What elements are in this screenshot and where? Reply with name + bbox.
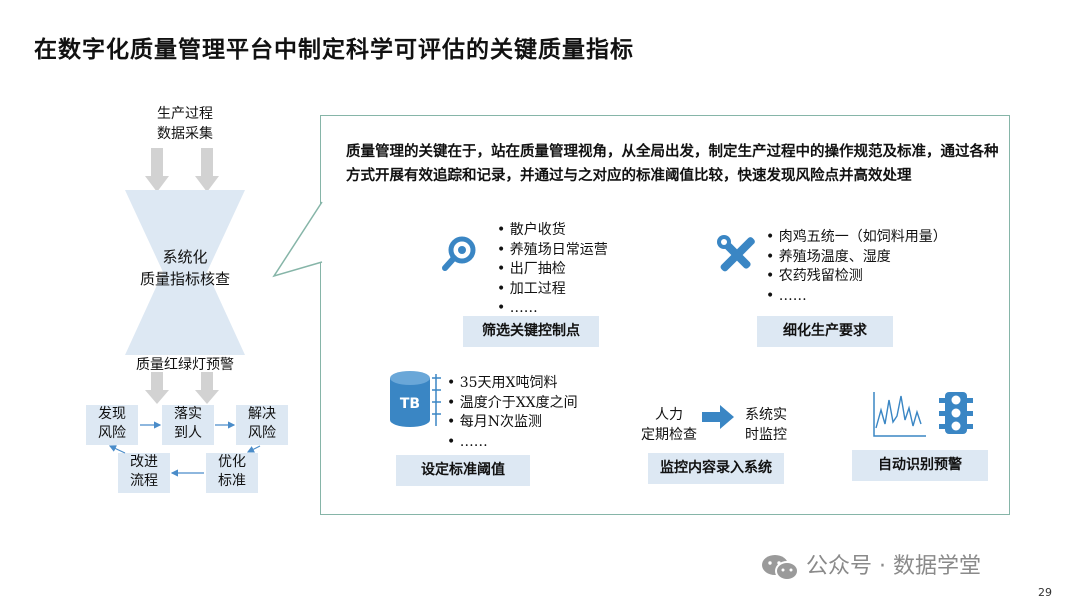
arrow-shaft — [201, 372, 213, 392]
hourglass-shape — [125, 190, 245, 355]
arrow-improve-to-discover — [108, 445, 126, 454]
arrow-head — [195, 176, 219, 192]
list-item: 加工过程 — [497, 280, 608, 300]
caption-line: 人力 — [655, 407, 683, 423]
resolve-risk-box: 解决 风险 — [236, 405, 288, 445]
database-icon: TB — [390, 371, 441, 427]
arrow-resolve-to-optimize — [246, 445, 261, 453]
list-item: 出厂抽检 — [497, 260, 608, 280]
watermark: 公众号 · 数据学堂 — [760, 548, 981, 582]
list-item: 35天用X吨饲料 — [447, 374, 578, 394]
waveform-icon — [873, 392, 926, 437]
detail-panel — [320, 115, 1010, 515]
list-item: 农药残留检测 — [766, 267, 947, 287]
threshold-list: 35天用X吨饲料 温度介于XX度之间 每月N次监测 …… — [447, 374, 578, 452]
list-item: 散户收货 — [497, 221, 608, 241]
filter-list: 散户收货 养殖场日常运营 出厂抽检 加工过程 …… — [497, 221, 608, 319]
box-line: 到人 — [174, 425, 202, 441]
list-item: …… — [447, 433, 578, 453]
list-item: 每月N次监测 — [447, 413, 578, 433]
arrow-head — [195, 390, 219, 404]
caption-line: 生产过程 — [157, 106, 213, 122]
improve-process-box: 改进 流程 — [118, 453, 170, 493]
box-line: 落实 — [174, 406, 202, 422]
caption-line: 系统化 — [162, 248, 208, 266]
alert-label: 自动识别预警 — [852, 450, 988, 481]
optimize-standard-box: 优化 标准 — [206, 453, 258, 493]
search-icon — [442, 236, 476, 271]
arrow-head — [145, 390, 169, 404]
tools-icon — [717, 235, 755, 272]
arrow-shaft — [201, 148, 213, 178]
box-line: 解决 — [248, 406, 276, 422]
list-item: …… — [497, 299, 608, 319]
watermark-text: 公众号 · 数据学堂 — [806, 554, 981, 579]
system-monitor-caption: 系统实 时监控 — [738, 405, 794, 445]
list-item: …… — [766, 287, 947, 307]
list-item: 温度介于XX度之间 — [447, 394, 578, 414]
arrow-head — [145, 176, 169, 192]
warning-caption: 质量红绿灯预警 — [136, 357, 234, 373]
wechat-icon — [762, 555, 799, 581]
filter-label: 筛选关键控制点 — [463, 316, 599, 347]
caption-line: 时监控 — [745, 427, 787, 443]
database-icon-text: TB — [400, 396, 420, 412]
discover-risk-box: 发现 风险 — [86, 405, 138, 445]
refine-list: 肉鸡五统一（如饲料用量） 养殖场温度、湿度 农药残留检测 …… — [766, 228, 947, 306]
cycle-arrows — [108, 421, 261, 477]
threshold-label: 设定标准阈值 — [396, 455, 530, 486]
systematic-check-caption: 系统化 质量指标核查 — [120, 246, 250, 290]
list-item: 养殖场日常运营 — [497, 241, 608, 261]
box-line: 标准 — [218, 473, 246, 489]
list-item: 肉鸡五统一（如饲料用量） — [766, 228, 947, 248]
arrow-shaft — [151, 372, 163, 392]
caption-line: 质量指标核查 — [139, 270, 230, 288]
warning-arrows — [145, 372, 219, 404]
input-arrows — [145, 148, 219, 192]
caption-line: 数据采集 — [157, 126, 213, 142]
manual-check-caption: 人力 定期检查 — [632, 405, 706, 445]
box-line: 流程 — [130, 473, 158, 489]
refine-label: 细化生产要求 — [757, 316, 893, 347]
implement-box: 落实 到人 — [162, 405, 214, 445]
monitor-label: 监控内容录入系统 — [648, 453, 784, 484]
data-collection-caption: 生产过程 数据采集 — [145, 104, 225, 144]
caption-line: 定期检查 — [641, 427, 697, 443]
right-arrow-icon — [702, 405, 734, 429]
arrow-shaft — [151, 148, 163, 178]
box-line: 改进 — [130, 454, 158, 470]
page-title: 在数字化质量管理平台中制定科学可评估的关键质量指标 — [34, 36, 634, 63]
box-line: 风险 — [98, 425, 126, 441]
callout-pointer — [272, 201, 323, 278]
traffic-light-icon — [939, 392, 973, 434]
box-line: 优化 — [218, 454, 246, 470]
box-line: 风险 — [248, 425, 276, 441]
list-item: 养殖场温度、湿度 — [766, 248, 947, 268]
page-number: 29 — [1038, 586, 1052, 599]
box-line: 发现 — [98, 406, 126, 422]
caption-line: 系统实 — [745, 407, 787, 423]
intro-text: 质量管理的关键在于，站在质量管理视角，从全局出发，制定生产过程中的操作规范及标准… — [346, 143, 999, 184]
